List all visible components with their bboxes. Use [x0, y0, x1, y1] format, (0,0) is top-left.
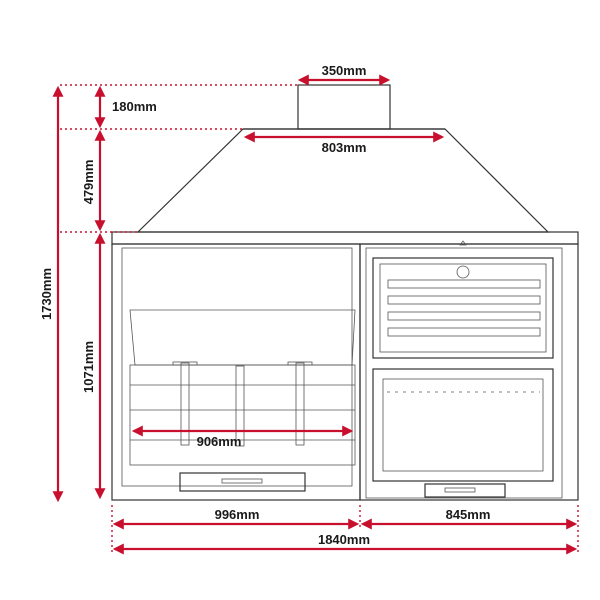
label-grill-width: 906mm	[197, 434, 242, 449]
label-right-section-width: 845mm	[446, 507, 491, 522]
grill-skewers	[172, 361, 313, 447]
grill-frame	[129, 364, 356, 466]
top-slab	[111, 231, 579, 245]
dimension-arrows	[52, 74, 578, 555]
dimension-labels: 350mm 180mm 803mm 479mm 1071mm 1730mm 90…	[39, 63, 490, 547]
oven-drawer	[424, 483, 506, 498]
label-chimney-height: 180mm	[112, 99, 157, 114]
extension-lines	[60, 84, 579, 552]
chimney	[297, 84, 391, 130]
upper-oven-door	[372, 257, 554, 359]
right-section	[359, 243, 579, 501]
label-left-section-width: 996mm	[215, 507, 260, 522]
oven-trays	[387, 279, 541, 337]
fireplace-outline	[111, 84, 579, 501]
label-hood-height: 479mm	[81, 160, 96, 205]
label-body-height: 1071mm	[81, 341, 96, 393]
label-chimney-width: 350mm	[322, 63, 367, 78]
lower-oven-door	[372, 368, 554, 482]
grill-back-panel	[129, 309, 356, 366]
label-hood-width: 803mm	[322, 140, 367, 155]
ash-drawer	[179, 472, 306, 492]
label-total-width: 1840mm	[318, 532, 370, 547]
label-total-height: 1730mm	[39, 268, 54, 320]
